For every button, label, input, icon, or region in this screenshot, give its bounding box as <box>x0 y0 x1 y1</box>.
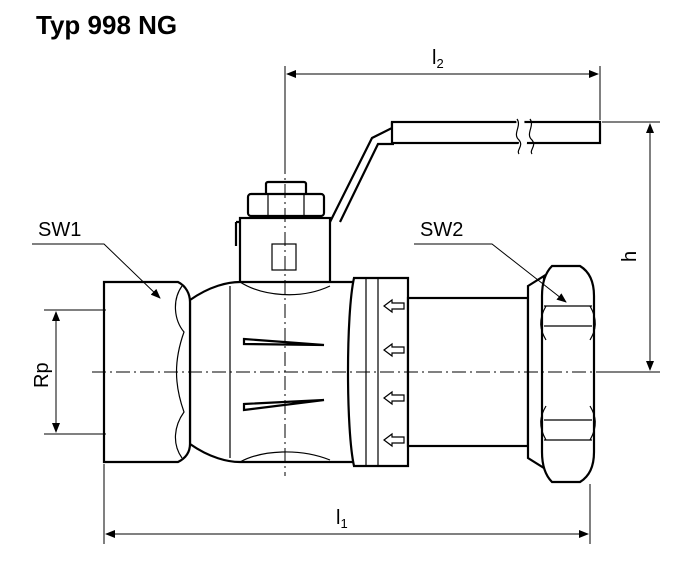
leader-sw2: SW2 <box>414 219 567 303</box>
dimension-l1-label: l1 <box>336 507 348 531</box>
sw2-label: SW2 <box>420 219 463 241</box>
handle-lever <box>234 115 602 246</box>
stem-block <box>238 216 332 292</box>
leader-sw1: SW1 <box>32 219 161 299</box>
page-title: Typ 998 NG <box>36 10 178 40</box>
stem-nut <box>246 180 326 218</box>
dimension-h: h <box>596 121 660 373</box>
dimension-h-label: h <box>619 251 641 262</box>
dimension-rp: Rp <box>31 309 106 435</box>
dimension-rp-label: Rp <box>31 362 53 388</box>
dimension-l1: l1 <box>103 464 591 544</box>
sw1-label: SW1 <box>38 219 81 241</box>
dimension-l2-label: l2 <box>432 47 444 71</box>
flow-arrows <box>383 298 405 448</box>
dimension-l2: l2 <box>284 47 601 160</box>
